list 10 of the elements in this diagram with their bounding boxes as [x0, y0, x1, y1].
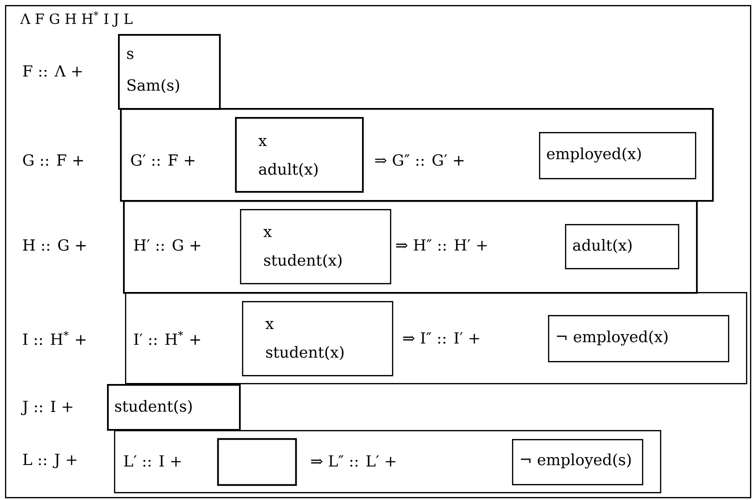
drs-box: x student(x): [242, 301, 394, 376]
drs-box: x student(x): [240, 209, 392, 284]
drs-box: x adult(x): [235, 117, 364, 193]
drs-box: student(s): [107, 384, 241, 431]
drs-box: s Sam(s): [118, 34, 221, 110]
drs-box: ¬ employed(s): [512, 439, 644, 486]
drs-box: employed(x): [539, 132, 696, 180]
drs-box: adult(x): [565, 224, 680, 270]
empty-box: [217, 438, 297, 486]
drs-box: ¬ employed(x): [548, 315, 730, 362]
